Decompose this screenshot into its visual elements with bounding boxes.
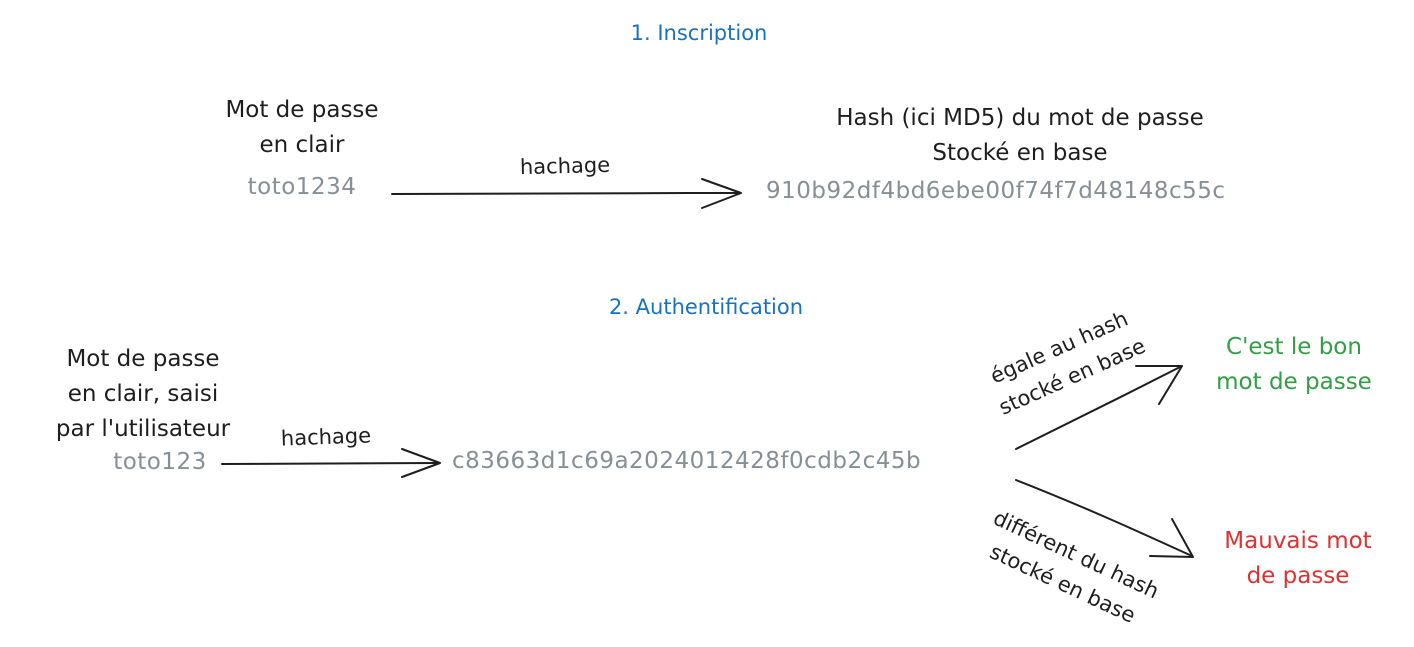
section-1-plain-label-line-1: Mot de passe [225, 97, 379, 123]
section-1-plain-label: Mot de passe en clair [225, 93, 378, 163]
section-1-plain-label-line-2: en clair [259, 131, 345, 158]
section-1-hash-label-line-1: Hash (ici MD5) du mot de passe [836, 105, 1204, 131]
section-1-arrow-label: hachage [519, 152, 611, 180]
error-result-line-2: de passe [1246, 562, 1350, 589]
arrow-to-success [1015, 365, 1183, 450]
arrow-hachage-inscription [391, 178, 742, 209]
section-1-hash-value: 910b92df4bd6ebe00f74f7d48148c55c [766, 178, 1226, 204]
section-2-plain-label-line-1: Mot de passe [66, 346, 220, 372]
section-1-hash-label-line-2: Stocké en base [932, 139, 1108, 166]
section-1-plain-value: toto1234 [247, 174, 357, 200]
section-2-plain-label: Mot de passe en clair, saisi par l'utili… [56, 342, 230, 447]
arrow-hachage-authentification [221, 448, 441, 478]
error-result-line-1: Mauvais mot [1224, 528, 1372, 554]
section-2-plain-value: toto123 [113, 449, 207, 475]
success-result-line-1: C'est le bon [1226, 334, 1362, 360]
section-2-plain-label-line-3: par l'utilisateur [55, 415, 231, 442]
success-result-line-2: mot de passe [1216, 368, 1372, 395]
error-result: Mauvais mot de passe [1224, 524, 1371, 594]
section-1-title: 1. Inscription [630, 21, 768, 45]
section-2-title: 2. Authentification [608, 295, 804, 319]
section-2-plain-label-line-2: en clair, saisi [67, 380, 219, 407]
section-1-hash-label: Hash (ici MD5) du mot de passe Stocké en… [836, 101, 1204, 171]
section-2-arrow-label: hachage [280, 423, 372, 451]
section-2-hash-value: c83663d1c69a2024012428f0cdb2c45b [452, 448, 922, 474]
arrow-to-failure [1015, 479, 1194, 558]
success-result: C'est le bon mot de passe [1216, 330, 1372, 400]
